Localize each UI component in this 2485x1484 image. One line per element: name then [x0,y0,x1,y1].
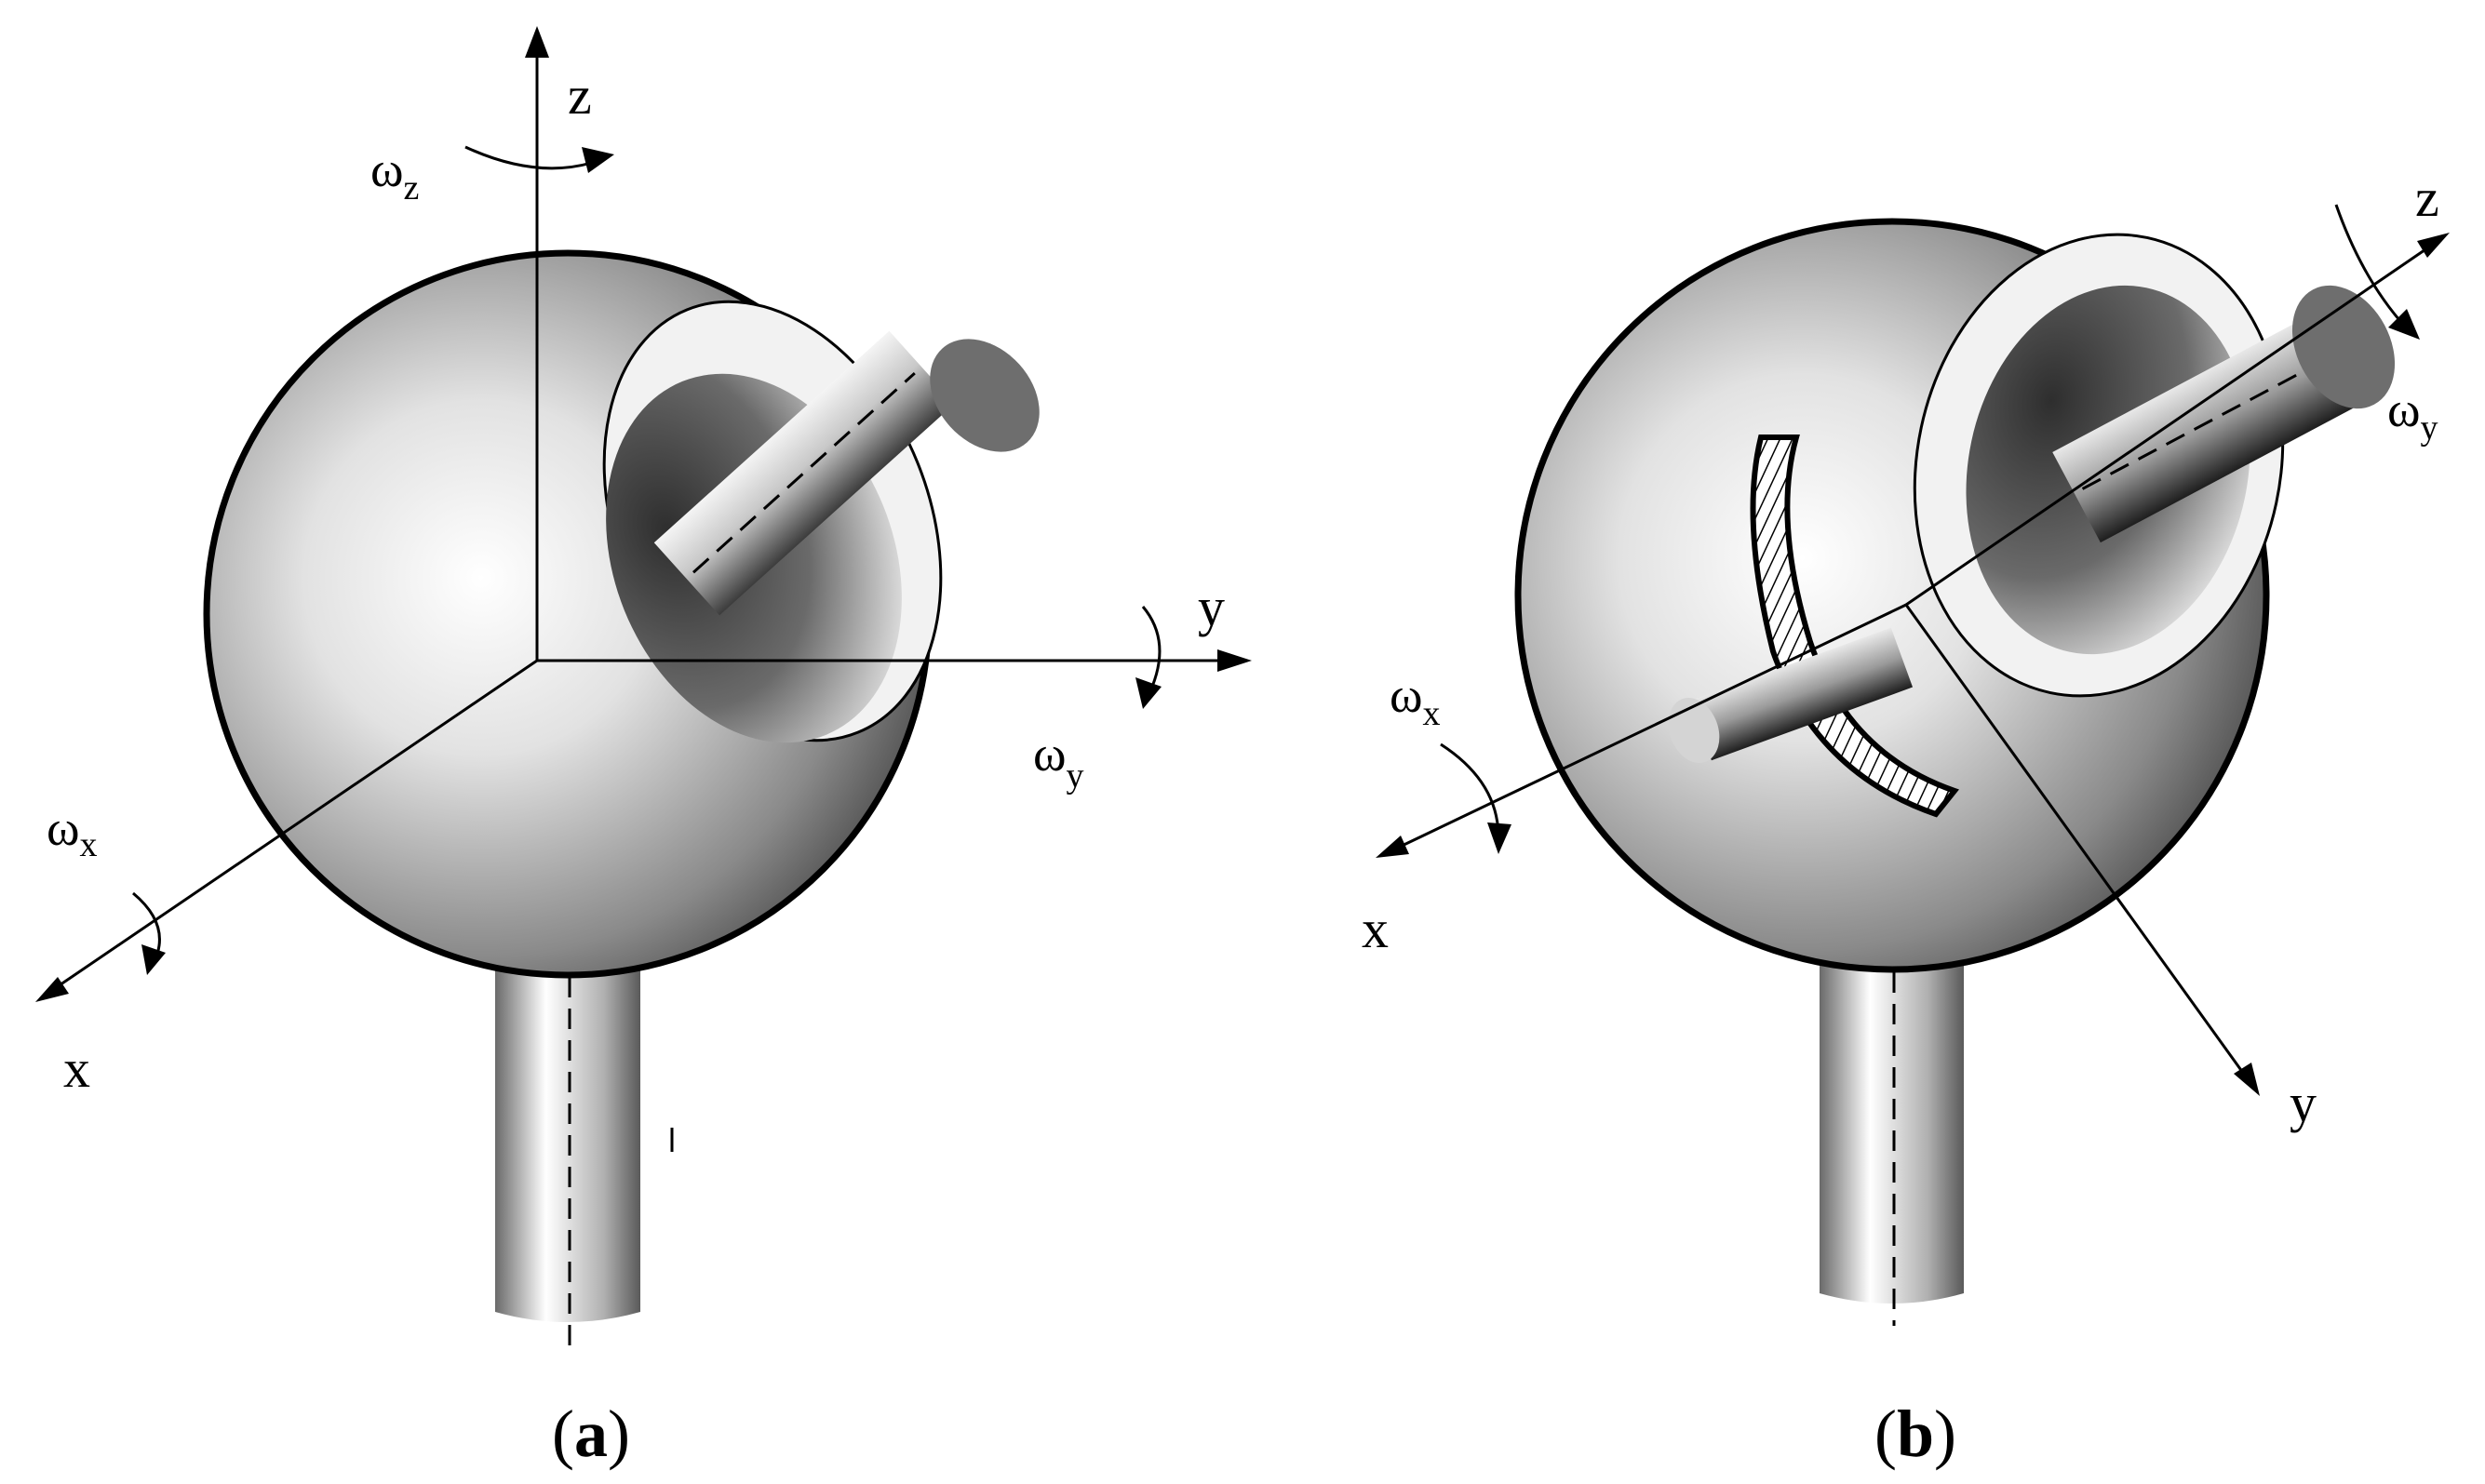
axes-b [1376,233,2450,1096]
omega-x-label-a: ωx [47,800,98,864]
caption-a: (a) [552,1397,630,1471]
axes-a [35,26,1252,1002]
stem-a [495,968,640,1349]
z-axis-label-b: z [2415,167,2439,228]
omega-y-label-a: ωy [1033,726,1084,795]
slot-b [1750,435,1959,818]
z-axis-label-a: z [568,65,592,126]
omega-x-label-b: ωx [1390,667,1441,733]
x-axis-label-b: x [1362,899,1389,959]
y-axis-label-a: y [1198,577,1225,637]
omega-y-label-b: ωy [2387,381,2438,448]
panel-b: z y x ωy ωx (b) [1362,167,2450,1471]
omega-z-label-a: ωz [370,141,419,207]
caption-b: (b) [1874,1397,1956,1471]
rotation-arrows-b [1440,204,2420,854]
rotation-arrows-a [132,145,1162,975]
x-axis-label-a: x [63,1038,90,1099]
x-rod-b [1668,627,1914,763]
stem-b [1820,963,1964,1326]
y-axis-label-b: y [2290,1073,2317,1133]
rod-a [653,330,1040,616]
z-rod-b [2052,285,2396,543]
panel-a: z y x ωz ωy ωx (a) [35,26,1252,1471]
